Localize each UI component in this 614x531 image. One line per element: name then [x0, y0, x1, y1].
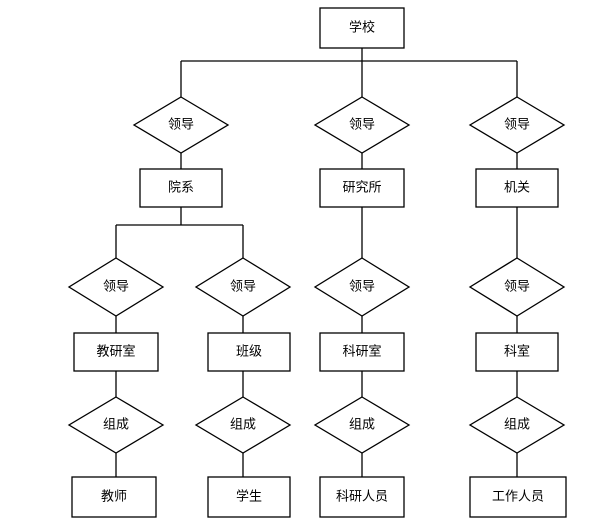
entity-section-label: 科室 [504, 344, 530, 360]
entity-institute-label: 研究所 [342, 181, 381, 196]
relation-compose-teacher: 组成 [67, 396, 165, 454]
entity-class: 班级 [207, 332, 291, 372]
entity-teacher: 教师 [71, 476, 157, 518]
relation-compose-label: 组成 [349, 418, 375, 433]
relation-lead-teaching-section: 领导 [67, 257, 165, 317]
entity-section: 科室 [475, 332, 559, 372]
entity-teaching-section-label: 教研室 [96, 344, 135, 360]
entity-teacher-label: 教师 [101, 489, 127, 505]
entity-student-label: 学生 [236, 489, 262, 505]
entity-class-label: 班级 [236, 345, 262, 360]
relation-lead-college: 领导 [132, 96, 230, 154]
relation-lead-research-section: 领导 [313, 257, 411, 317]
entity-college-label: 院系 [168, 181, 194, 196]
entity-school-label: 学校 [349, 20, 375, 36]
entity-college: 院系 [139, 168, 223, 208]
entity-office: 机关 [475, 168, 559, 208]
entity-teaching-section: 教研室 [73, 332, 159, 372]
relation-lead-label: 领导 [168, 118, 194, 133]
entity-researcher-label: 科研人员 [336, 490, 388, 505]
entity-research-section: 科研室 [319, 332, 405, 372]
entity-institute: 研究所 [319, 168, 405, 208]
relation-compose-label: 组成 [230, 418, 256, 433]
relation-compose-student: 组成 [194, 396, 292, 454]
relation-lead-class: 领导 [194, 257, 292, 317]
relation-compose-researcher: 组成 [313, 396, 411, 454]
entity-research-section-label: 科研室 [342, 344, 381, 360]
entity-staff-label: 工作人员 [492, 490, 544, 505]
relation-compose-label: 组成 [504, 418, 530, 433]
relation-lead-label: 领导 [349, 118, 375, 133]
relation-lead-label: 领导 [504, 118, 530, 133]
relation-lead-label: 领导 [349, 280, 375, 295]
entity-staff: 工作人员 [469, 476, 567, 518]
relation-compose-staff: 组成 [468, 396, 566, 454]
entity-researcher: 科研人员 [319, 476, 405, 518]
entity-school: 学校 [319, 7, 405, 49]
relation-lead-label: 领导 [504, 280, 530, 295]
connectors [115, 48, 518, 477]
entity-student: 学生 [207, 476, 291, 518]
entity-office-label: 机关 [504, 181, 530, 196]
relation-lead-section: 领导 [468, 257, 566, 317]
relation-lead-office: 领导 [468, 96, 566, 154]
relation-lead-institute: 领导 [313, 96, 411, 154]
relation-lead-label: 领导 [103, 280, 129, 295]
relation-lead-label: 领导 [230, 280, 256, 295]
relation-compose-label: 组成 [103, 418, 129, 433]
